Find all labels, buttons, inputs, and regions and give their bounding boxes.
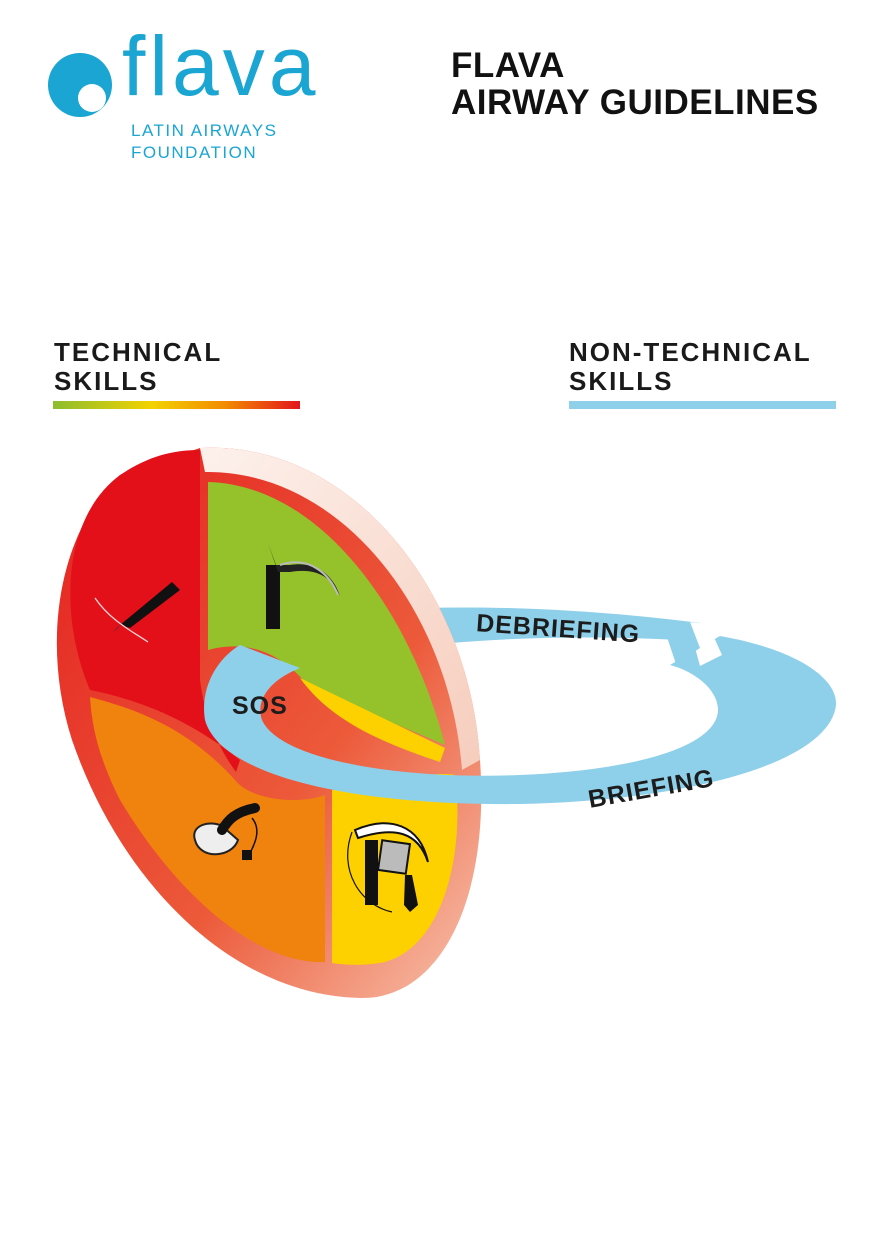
technical-skills-heading: TECHNICAL SKILLS bbox=[54, 338, 222, 396]
ring-front bbox=[204, 636, 837, 805]
title-line-2: AIRWAY GUIDELINES bbox=[451, 83, 819, 122]
logo-subtitle-2: FOUNDATION bbox=[131, 143, 258, 162]
page-title: FLAVA AIRWAY GUIDELINES bbox=[451, 47, 819, 121]
videolaryngoscope-icon bbox=[347, 822, 429, 913]
non-technical-line-1: NON-TECHNICAL bbox=[569, 337, 812, 367]
logo-subtitle-1: LATIN AIRWAYS bbox=[131, 121, 278, 140]
scalpel-icon bbox=[94, 582, 180, 643]
flava-logo: flava LATIN AIRWAYS FOUNDATION bbox=[44, 24, 344, 169]
logo-circle-icon bbox=[48, 53, 112, 117]
technical-skills-bar bbox=[53, 401, 300, 409]
sector-green bbox=[208, 482, 445, 745]
ring-notch bbox=[688, 622, 722, 666]
non-technical-skills-heading: NON-TECHNICAL SKILLS bbox=[569, 338, 812, 396]
sector-red bbox=[70, 450, 240, 772]
title-line-1: FLAVA bbox=[451, 46, 565, 85]
technical-line-2: SKILLS bbox=[54, 366, 159, 396]
technical-line-1: TECHNICAL bbox=[54, 337, 223, 367]
non-technical-line-2: SKILLS bbox=[569, 366, 674, 396]
ring-tip bbox=[660, 620, 700, 664]
laryngoscope-icon bbox=[266, 543, 340, 629]
sector-yellow-wedge bbox=[300, 678, 445, 762]
disk-rim-top bbox=[200, 447, 480, 770]
supraglottic-device-icon bbox=[193, 803, 260, 861]
non-technical-skills-bar bbox=[569, 401, 836, 409]
logo-wordmark: flava bbox=[122, 19, 320, 113]
